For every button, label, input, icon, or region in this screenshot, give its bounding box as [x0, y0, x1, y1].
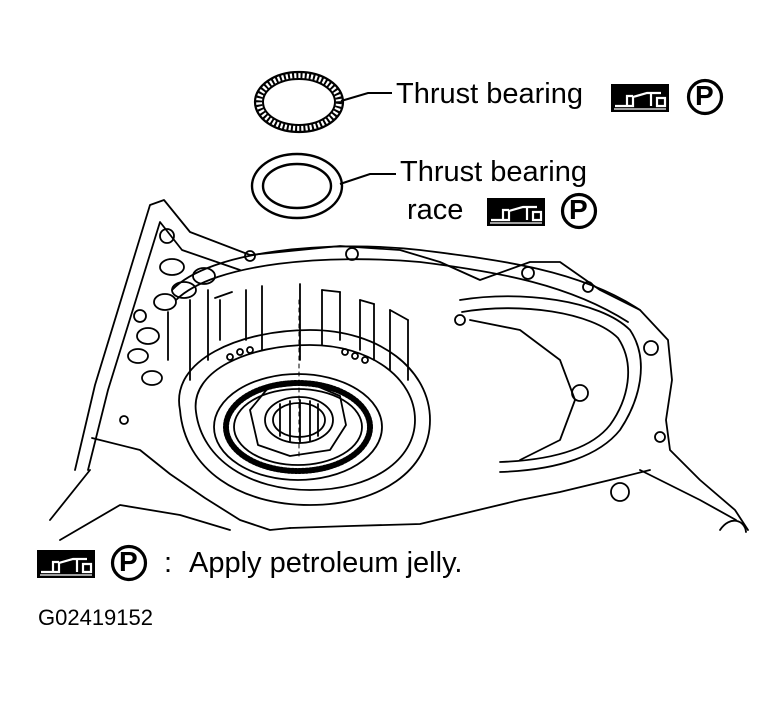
thrust-bearing-race-leader [339, 173, 396, 185]
thrust-bearing-leader [340, 92, 392, 102]
grease-gun-icon [485, 196, 547, 228]
thrust-bearing [253, 70, 345, 134]
petroleum-jelly-letter: P [569, 194, 588, 225]
transmission-case-illustration [49, 199, 749, 541]
grease-gun-icon [609, 82, 671, 114]
thrust-bearing-race [250, 152, 344, 220]
thrust-bearing-label: Thrust bearing [396, 78, 583, 110]
grease-gun-icon [35, 548, 97, 580]
thrust-bearing-race-label-line1: Thrust bearing [400, 156, 587, 188]
petroleum-jelly-letter: P [119, 546, 138, 577]
legend-separator: : [164, 547, 173, 579]
figure-code: G02419152 [38, 605, 153, 630]
thrust-bearing-race-label-line2: race [407, 194, 464, 226]
petroleum-jelly-letter: P [695, 80, 714, 111]
legend-text: Apply petroleum jelly. [189, 547, 463, 579]
